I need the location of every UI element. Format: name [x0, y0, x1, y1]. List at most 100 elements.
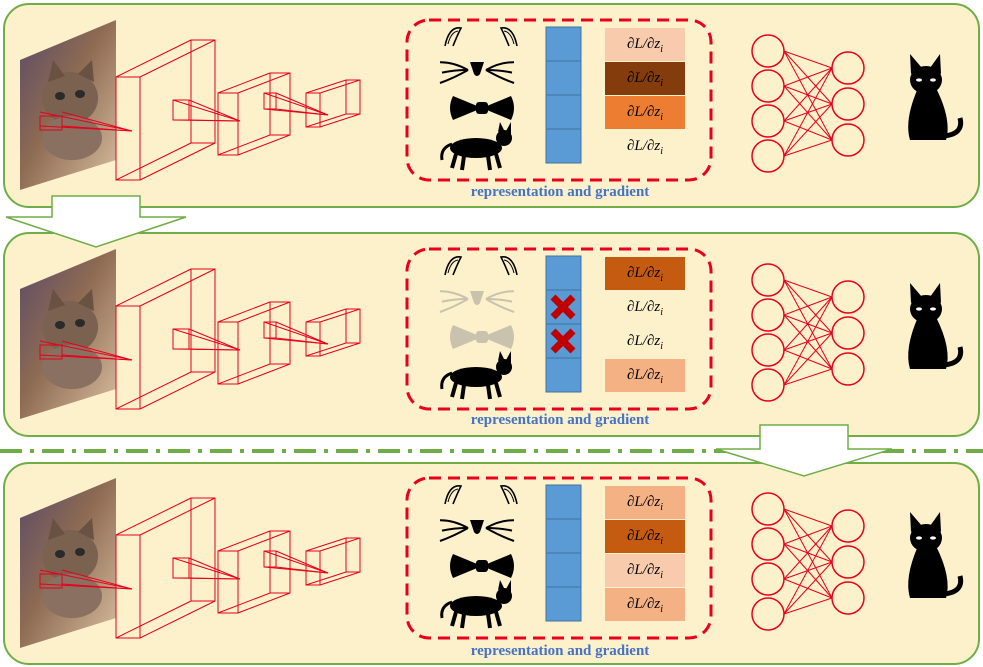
gradient-label-text: ∂L/∂z [627, 494, 661, 510]
cnn-layers [39, 268, 361, 410]
gradient-label: ∂L/∂zi [605, 130, 685, 163]
panel-content-1 [20, 18, 964, 190]
gradient-label: ∂L/∂zi [605, 486, 685, 519]
mlp-neuron [831, 545, 865, 579]
gradient-label-text: ∂L/∂z [627, 333, 661, 349]
down-arrow-2 [715, 424, 893, 477]
gradient-label-subscript: i [660, 341, 663, 352]
mlp-neuron [831, 123, 865, 157]
dashed-feature-box [405, 247, 713, 411]
gradient-label-subscript: i [660, 78, 663, 89]
mlp-neuron [751, 139, 785, 173]
gradient-cell [605, 96, 685, 129]
walking-cat-icon [440, 580, 512, 629]
kitten-photo [20, 20, 116, 190]
gradient-cell [605, 359, 685, 392]
representation-bar [545, 26, 582, 164]
representation-label-3: representation and gradient [470, 643, 650, 659]
gradient-label-subscript: i [660, 604, 663, 615]
representation-cell [545, 128, 582, 164]
gradient-label-text: ∂L/∂z [627, 36, 661, 52]
representation-cell [545, 94, 582, 130]
dropout-x-icon [550, 328, 576, 354]
representation-cell [545, 484, 582, 520]
gradient-label-subscript: i [660, 570, 663, 581]
representation-cell [545, 357, 582, 393]
gradient-label-subscript: i [660, 44, 663, 55]
cnn-layers [39, 497, 361, 639]
bow-tie-icon [450, 325, 514, 349]
gradient-cell [605, 554, 685, 587]
mlp-neuron [751, 368, 785, 402]
kitten-photo [20, 478, 116, 648]
gradient-label-text: ∂L/∂z [627, 265, 661, 281]
cat-whiskers-icon [439, 290, 515, 313]
down-arrow-1 [5, 195, 187, 248]
gradient-label-text: ∂L/∂z [627, 367, 661, 383]
cat-ears-icon [444, 256, 518, 276]
mlp-neuron [831, 581, 865, 615]
panel-content-2 [20, 247, 964, 419]
mlp-neuron [751, 527, 785, 561]
gradient-label: ∂L/∂zi [605, 520, 685, 553]
mlp-neuron [751, 298, 785, 332]
gradient-cell [605, 588, 685, 621]
gradient-label: ∂L/∂zi [605, 28, 685, 61]
gradient-cell [605, 520, 685, 553]
panel-content-3 [20, 476, 964, 648]
gradient-label-text: ∂L/∂z [627, 104, 661, 120]
gradient-cell [605, 486, 685, 519]
mlp-network [751, 263, 865, 402]
gradient-label-text: ∂L/∂z [627, 138, 661, 154]
gradient-label-subscript: i [660, 112, 663, 123]
mlp-neuron [751, 34, 785, 68]
mlp-neuron [751, 562, 785, 596]
mlp-neuron [751, 333, 785, 367]
walking-cat-icon [440, 351, 512, 400]
gradient-label: ∂L/∂zi [605, 257, 685, 290]
representation-cell [545, 60, 582, 96]
mlp-network [751, 492, 865, 631]
mlp-neuron [751, 597, 785, 631]
mlp-neuron [831, 316, 865, 350]
cat-ears-icon [444, 27, 518, 47]
representation-bar [545, 484, 582, 622]
mlp-network [751, 34, 865, 173]
bow-tie-icon [450, 96, 514, 120]
gradient-label: ∂L/∂zi [605, 588, 685, 621]
dropout-x-icon [550, 294, 576, 320]
gradient-label: ∂L/∂zi [605, 359, 685, 392]
mlp-neuron [751, 263, 785, 297]
representation-cell [545, 586, 582, 622]
black-cat-icon [908, 54, 964, 140]
gradient-label: ∂L/∂zi [605, 96, 685, 129]
mlp-neuron [831, 51, 865, 85]
gradient-label: ∂L/∂zi [605, 62, 685, 95]
gradient-label-subscript: i [660, 502, 663, 513]
gradient-cell [605, 28, 685, 61]
cat-whiskers-icon [439, 519, 515, 542]
black-cat-icon [908, 512, 964, 598]
black-cat-icon [908, 283, 964, 369]
representation-label-2: representation and gradient [470, 412, 650, 428]
representation-label-1: representation and gradient [470, 184, 650, 200]
walking-cat-icon [440, 122, 512, 171]
gradient-label-subscript: i [660, 307, 663, 318]
mlp-neuron [751, 104, 785, 138]
gradient-label-text: ∂L/∂z [627, 70, 661, 86]
gradient-label-subscript: i [660, 375, 663, 386]
gradient-label-subscript: i [660, 273, 663, 284]
gradient-cell [605, 62, 685, 95]
gradient-label: ∂L/∂zi [605, 554, 685, 587]
representation-cell [545, 255, 582, 291]
mlp-neuron [751, 492, 785, 526]
gradient-cell [605, 257, 685, 290]
mlp-neuron [831, 352, 865, 386]
mlp-neuron [831, 87, 865, 121]
representation-cell [545, 552, 582, 588]
gradient-label-text: ∂L/∂z [627, 596, 661, 612]
mlp-neuron [831, 280, 865, 314]
dashed-feature-box [405, 18, 713, 182]
gradient-label-text: ∂L/∂z [627, 562, 661, 578]
cat-ears-icon [444, 485, 518, 505]
